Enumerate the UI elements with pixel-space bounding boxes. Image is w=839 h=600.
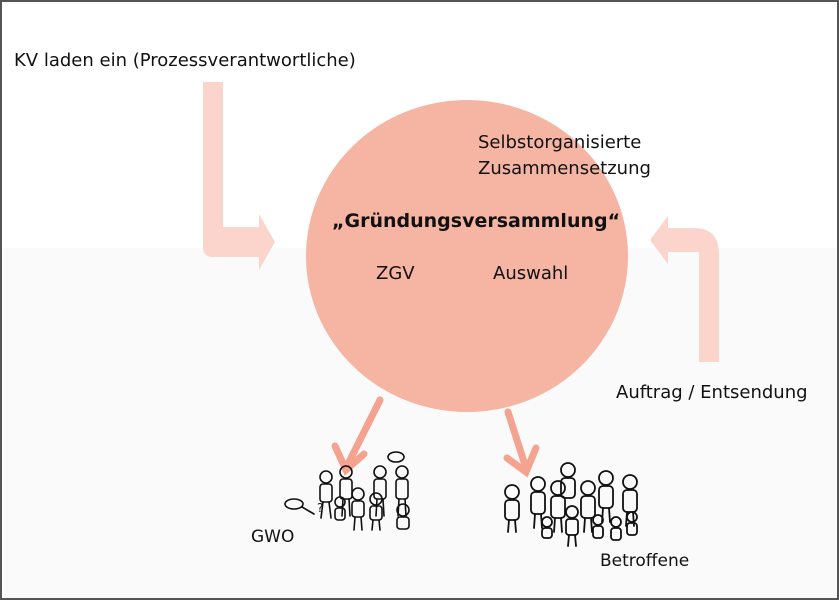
self-organized-label-line2: Zusammensetzung (478, 158, 651, 179)
arrow-to-betroffene (503, 408, 540, 478)
mandate-label: Auftrag / Entsendung (616, 382, 808, 403)
gwo-label: GWO (251, 527, 295, 547)
arrow-to-gwo (331, 396, 384, 476)
affected-label: Betroffene (600, 551, 690, 571)
self-organized-label-line1: Selbstorganisierte (478, 132, 642, 153)
invite-label: KV laden ein (Prozessverantwortliche) (14, 50, 356, 71)
zgv-label: ZGV (376, 263, 415, 284)
invite-arrow (203, 82, 275, 270)
gwo-crowd: ? (284, 451, 410, 531)
selection-label: Auswahl (493, 263, 569, 284)
mandate-arrow (650, 216, 719, 362)
svg-text:?: ? (317, 501, 323, 515)
assembly-title: „Gründungsversammlung“ (332, 210, 621, 232)
assembly-circle (306, 100, 628, 412)
betroffene-crowd (504, 462, 638, 547)
